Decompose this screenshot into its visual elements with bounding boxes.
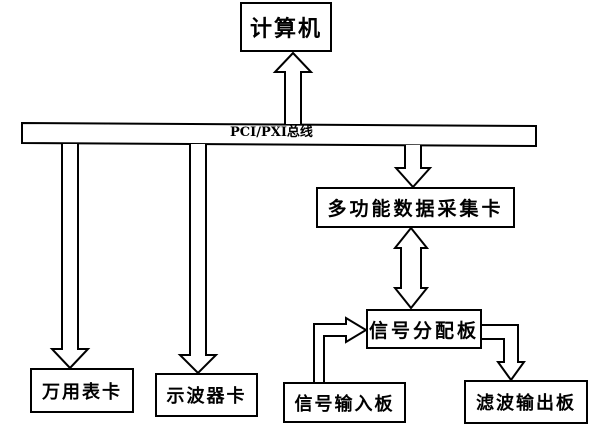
arrow-bus-to-computer — [272, 51, 314, 124]
arrow-bus-to-oscilloscope — [177, 144, 219, 375]
bus-label: PCI/PXI总线 — [229, 125, 314, 140]
arrow-bus-to-multimeter — [49, 144, 91, 370]
arrow-input-to-distribution — [313, 316, 368, 382]
daq-card-box: 多功能数据采集卡 — [316, 187, 515, 228]
multimeter-card-box: 万用表卡 — [30, 368, 134, 413]
arrow-distribution-to-filter — [482, 324, 526, 382]
multimeter-card-label: 万用表卡 — [42, 381, 122, 403]
oscilloscope-card-box: 示波器卡 — [155, 373, 258, 417]
arrow-daq-distribution-bidirectional — [392, 226, 430, 310]
daq-card-label: 多功能数据采集卡 — [327, 198, 504, 220]
signal-distribution-board-label: 信号分配板 — [368, 319, 479, 342]
arrow-bus-to-daq — [393, 145, 433, 189]
computer-label: 计算机 — [249, 16, 322, 42]
filter-output-board-label: 滤波输出板 — [476, 393, 576, 414]
signal-input-board-box: 信号输入板 — [283, 382, 406, 423]
computer-box: 计算机 — [240, 2, 332, 52]
signal-distribution-board-box: 信号分配板 — [366, 309, 482, 349]
signal-input-board-label: 信号输入板 — [294, 393, 395, 415]
oscilloscope-card-label: 示波器卡 — [166, 386, 247, 407]
filter-output-board-box: 滤波输出板 — [464, 380, 588, 424]
